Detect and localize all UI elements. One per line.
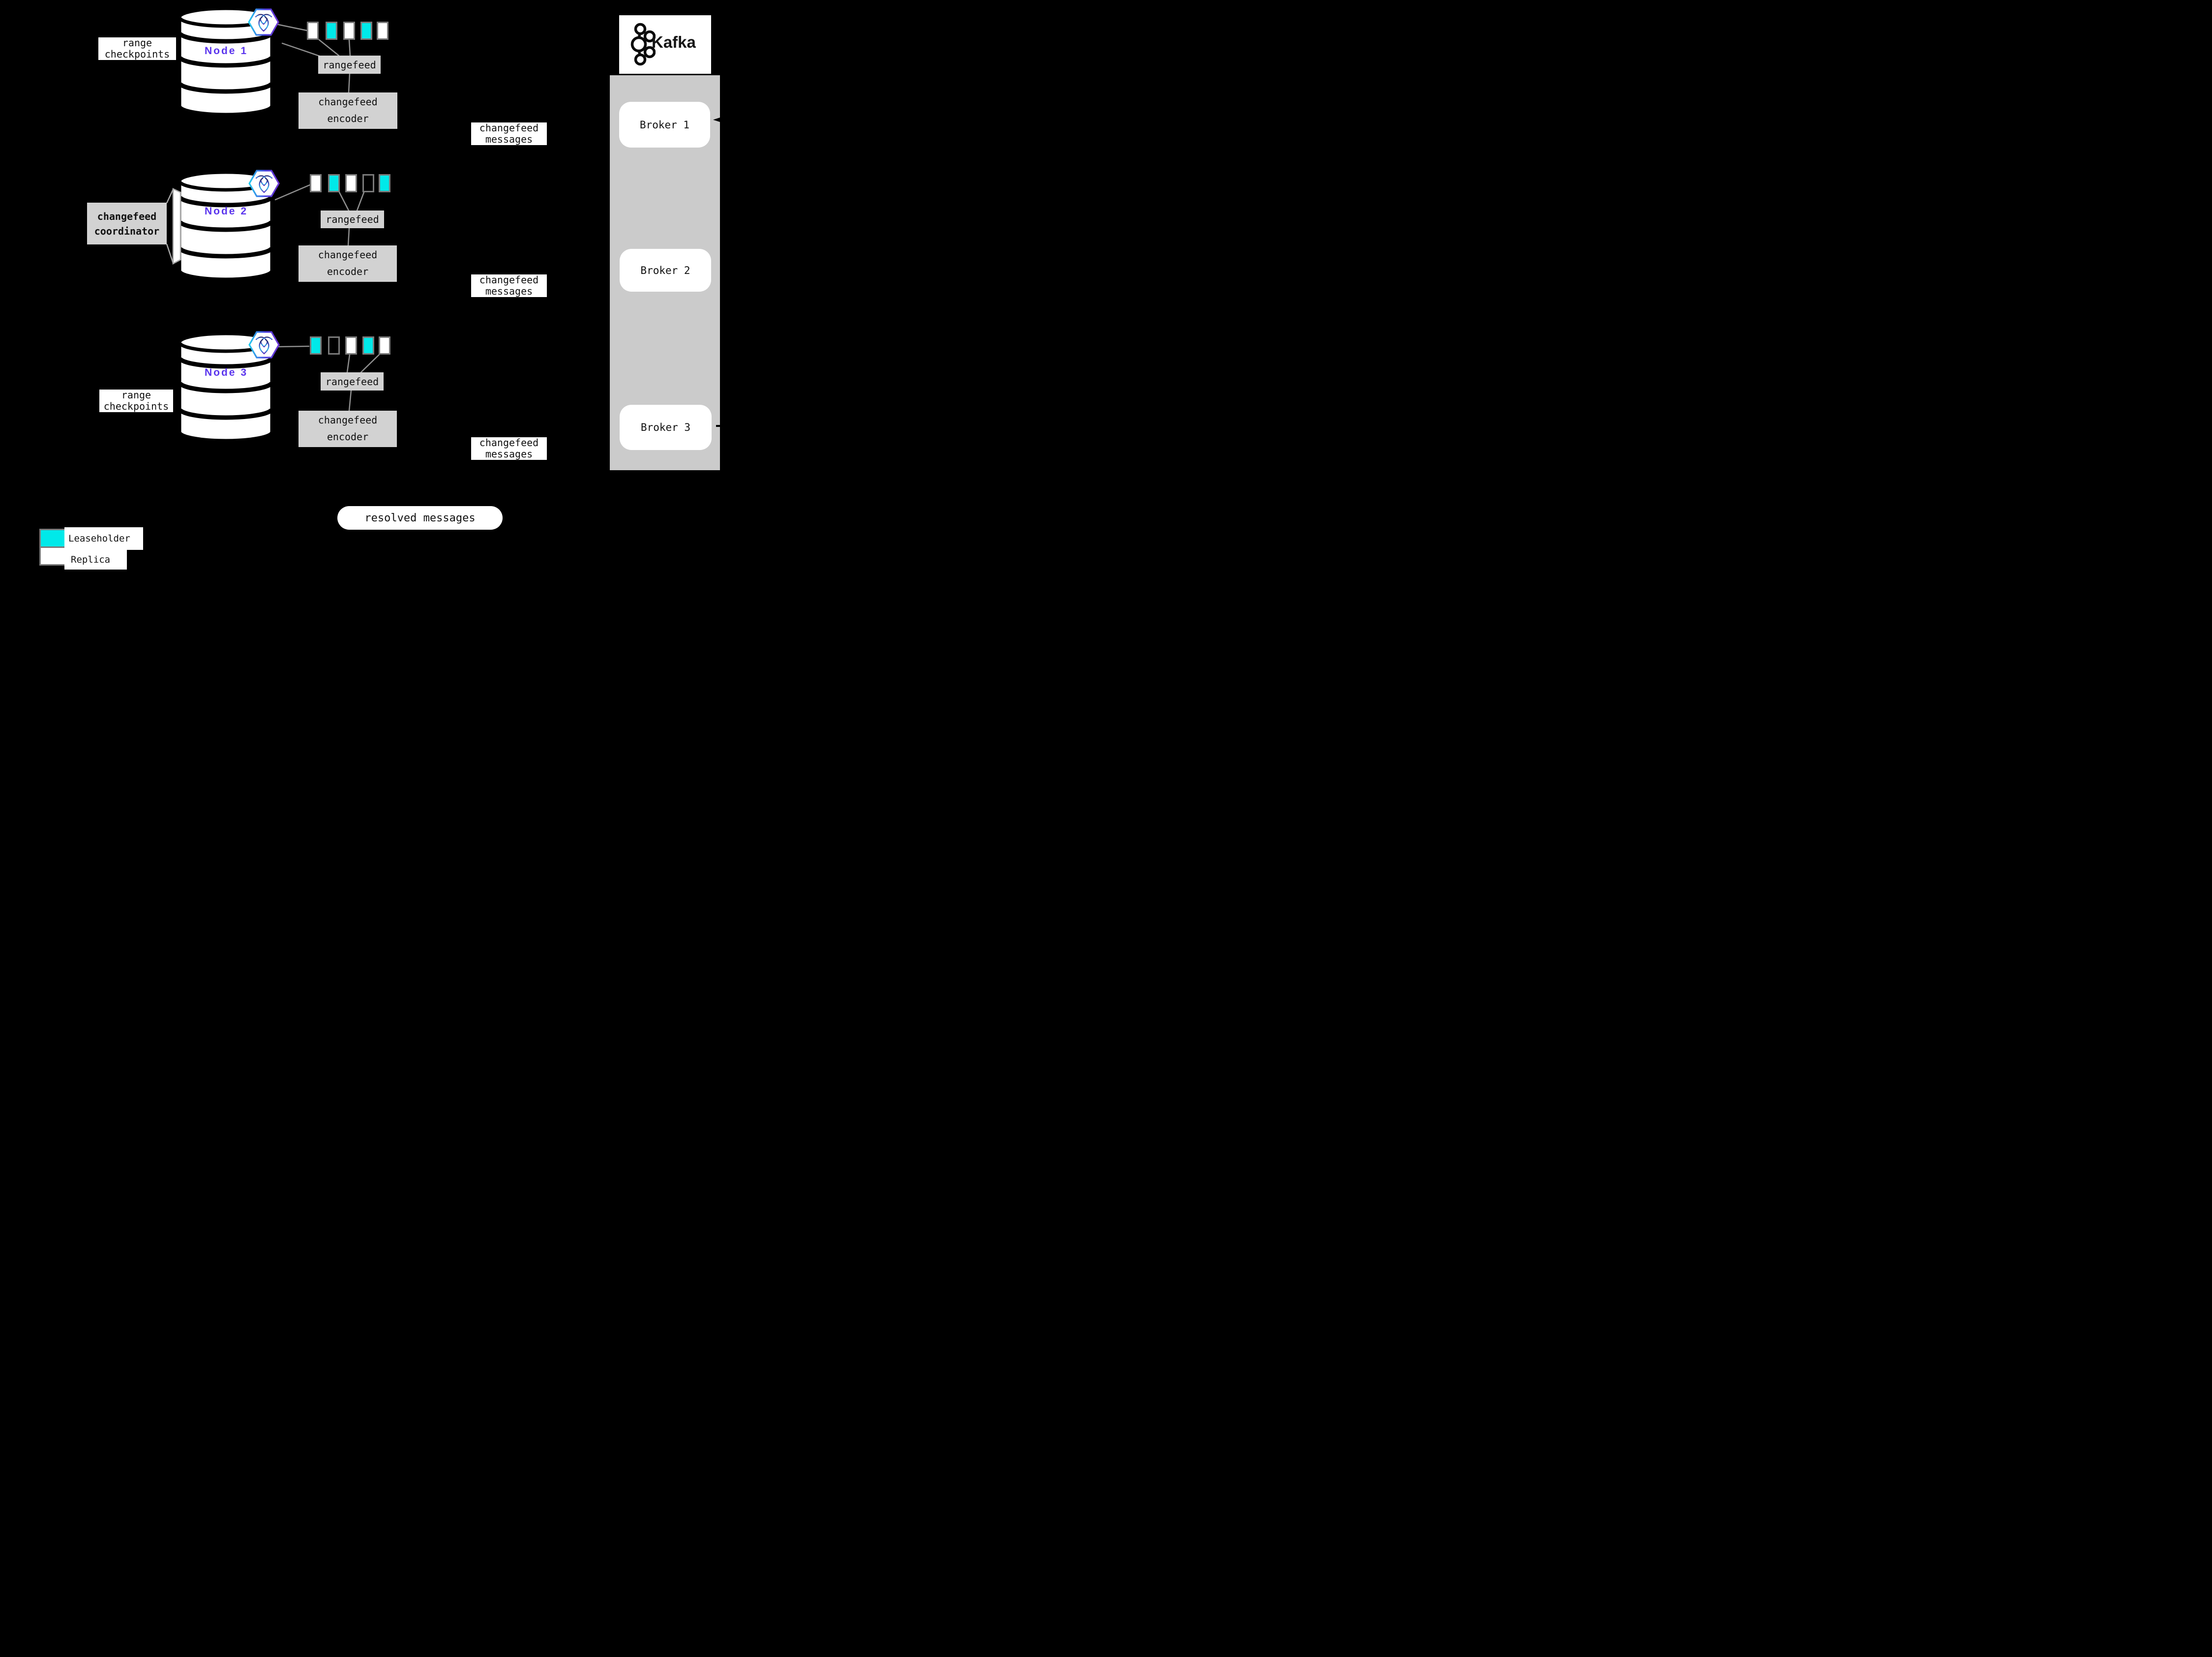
legend-text: Replica bbox=[71, 554, 111, 565]
label-line: checkpoints bbox=[104, 48, 170, 60]
range-rect bbox=[379, 336, 390, 355]
node2-range-row bbox=[310, 174, 393, 192]
node1-rangefeed-box: rangefeed bbox=[318, 56, 381, 74]
encoder-line: changefeed bbox=[318, 414, 378, 426]
node2-rangefeed-box: rangefeed bbox=[321, 211, 384, 228]
encoder-line: encoder bbox=[327, 266, 369, 277]
resolved-messages-pill: resolved messages bbox=[337, 506, 503, 530]
node1-changefeed-encoder-box: changefeed encoder bbox=[299, 92, 397, 129]
broker-3-box: Broker 3 bbox=[620, 405, 712, 450]
kafka-brand-text: Kafka bbox=[652, 33, 696, 51]
broker-2-label: Broker 2 bbox=[640, 264, 690, 276]
rangefeed-label: rangefeed bbox=[325, 375, 379, 388]
rangefeed-label: rangefeed bbox=[323, 59, 376, 71]
range-rect bbox=[326, 22, 337, 40]
range-rect bbox=[345, 336, 357, 355]
arrow-dash-icon bbox=[716, 425, 720, 427]
node2-title: Node 2 bbox=[204, 206, 248, 217]
label-line: checkpoints bbox=[103, 400, 169, 412]
range-rect bbox=[362, 174, 374, 192]
range-rect bbox=[377, 22, 389, 40]
label-line: messages bbox=[485, 133, 533, 145]
node3-changefeed-encoder-box: changefeed encoder bbox=[299, 411, 397, 447]
label-line: changefeed bbox=[479, 122, 539, 134]
node3-changefeed-messages-label: changefeed messages bbox=[471, 437, 547, 460]
broker-1-label: Broker 1 bbox=[639, 119, 690, 131]
label-line: range bbox=[122, 37, 152, 49]
broker-1-box: Broker 1 bbox=[619, 102, 710, 148]
range-rect bbox=[345, 174, 357, 192]
legend-leaseholder-label: Leaseholder bbox=[64, 527, 143, 550]
node3-rangefeed-box: rangefeed bbox=[321, 372, 384, 391]
node3-database-cylinder-icon bbox=[177, 331, 274, 443]
label-line: messages bbox=[485, 285, 533, 297]
changefeed-coordinator-box: changefeed coordinator bbox=[87, 203, 167, 244]
range-rect bbox=[343, 22, 355, 40]
kafka-logo-box: Kafka bbox=[619, 15, 711, 74]
arrowhead-icon bbox=[713, 118, 720, 122]
resolved-messages-label: resolved messages bbox=[364, 512, 476, 524]
coordinator-line: changefeed bbox=[97, 211, 157, 222]
changefeed-architecture-diagram: Kafka Broker 1 Broker 2 Broker 3 range c… bbox=[0, 0, 771, 577]
range-rect bbox=[307, 22, 319, 40]
node1-range-row bbox=[307, 22, 390, 40]
coordinator-line: coordinator bbox=[94, 225, 160, 237]
label-line: messages bbox=[485, 448, 533, 460]
node1-cockroachdb-hexagon-icon bbox=[248, 8, 279, 36]
node1-title: Node 1 bbox=[204, 45, 248, 57]
legend-replica-label: Replica bbox=[64, 550, 127, 570]
node2-cockroachdb-hexagon-icon bbox=[248, 170, 280, 197]
range-rect bbox=[328, 336, 340, 355]
replica-swatch bbox=[41, 548, 64, 564]
node1-range-checkpoints-label: range checkpoints bbox=[98, 37, 176, 60]
label-line: changefeed bbox=[479, 437, 539, 449]
node2-changefeed-encoder-box: changefeed encoder bbox=[299, 245, 397, 282]
range-rect bbox=[360, 22, 372, 40]
encoder-line: changefeed bbox=[318, 249, 378, 261]
node2-changefeed-messages-label: changefeed messages bbox=[471, 274, 547, 297]
leaseholder-swatch bbox=[41, 530, 64, 548]
kafka-logo-icon bbox=[630, 23, 656, 66]
coordinator-panel bbox=[166, 188, 181, 265]
node1-changefeed-messages-label: changefeed messages bbox=[471, 122, 547, 145]
broker-2-box: Broker 2 bbox=[620, 249, 711, 292]
legend-swatches bbox=[39, 529, 66, 566]
rangefeed-label: rangefeed bbox=[326, 213, 379, 225]
label-line: range bbox=[121, 389, 151, 401]
range-rect bbox=[310, 336, 322, 355]
range-rect bbox=[379, 174, 390, 192]
legend-text: Leaseholder bbox=[68, 533, 130, 544]
range-rect bbox=[362, 336, 374, 355]
encoder-line: changefeed bbox=[318, 96, 378, 108]
node3-range-checkpoints-label: range checkpoints bbox=[99, 390, 173, 412]
range-rect bbox=[310, 174, 322, 192]
broker-3-label: Broker 3 bbox=[640, 422, 691, 433]
range-rect bbox=[328, 174, 340, 192]
encoder-line: encoder bbox=[327, 113, 369, 124]
node3-range-row bbox=[310, 336, 393, 355]
node3-title: Node 3 bbox=[204, 367, 248, 378]
label-line: changefeed bbox=[479, 274, 539, 286]
diagram-artwork bbox=[166, 6, 380, 443]
node3-cockroachdb-hexagon-icon bbox=[248, 331, 280, 359]
encoder-line: encoder bbox=[327, 431, 369, 443]
connector-lines bbox=[274, 24, 380, 412]
